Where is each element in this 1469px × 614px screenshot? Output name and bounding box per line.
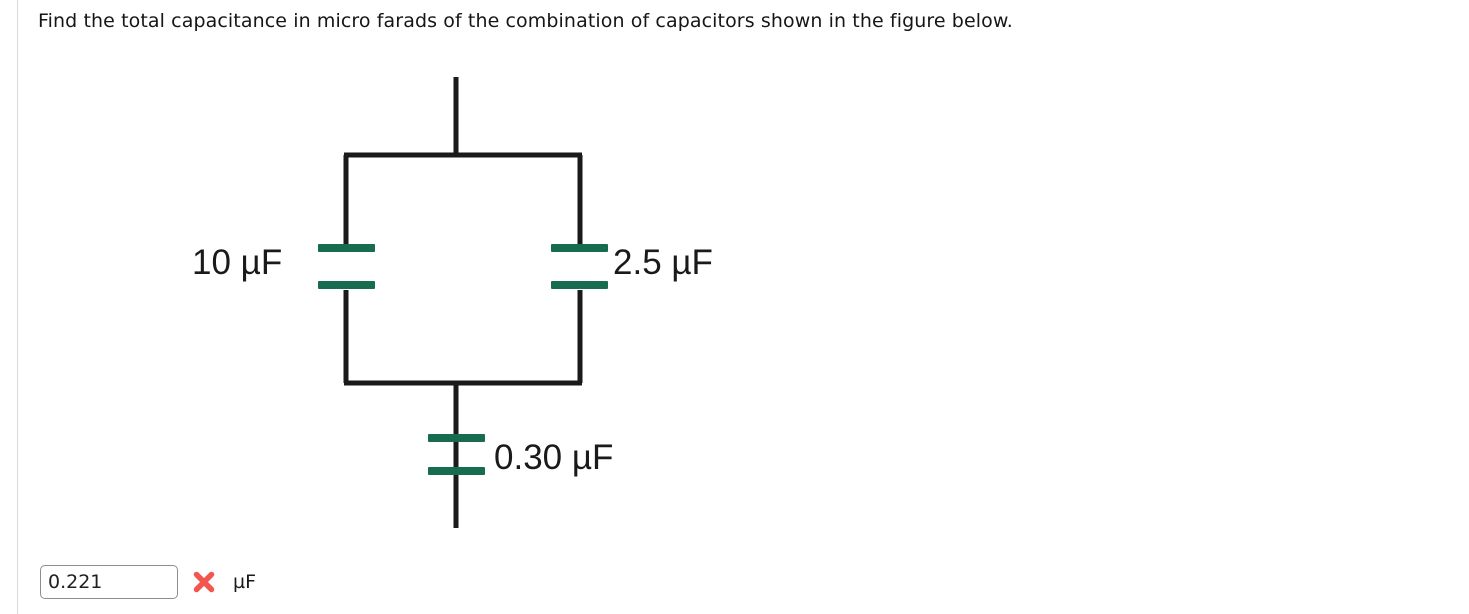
circuit-figure: 10 µF 2.5 µF 0.30 µF bbox=[0, 55, 900, 545]
plate-left-bottom bbox=[318, 281, 375, 289]
plate-right-bottom bbox=[551, 281, 608, 289]
capacitor-label-bottom: 0.30 µF bbox=[494, 438, 614, 477]
capacitor-label-left: 10 µF bbox=[192, 243, 283, 282]
plate-left-top bbox=[318, 244, 375, 252]
answer-row: µF bbox=[40, 562, 256, 602]
plate-series-bottom bbox=[428, 467, 485, 475]
capacitor-label-right: 2.5 µF bbox=[613, 243, 713, 282]
answer-input[interactable] bbox=[40, 565, 178, 599]
plate-series-top bbox=[428, 434, 485, 442]
content-left-rule bbox=[17, 0, 18, 614]
circuit-svg bbox=[318, 77, 608, 528]
capacitor-plates bbox=[318, 244, 608, 475]
circuit-wires bbox=[343, 77, 583, 528]
answer-unit-label: µF bbox=[233, 571, 257, 593]
plate-right-top bbox=[551, 244, 608, 252]
x-mark-icon bbox=[191, 569, 217, 595]
question-text: Find the total capacitance in micro fara… bbox=[38, 10, 1013, 32]
